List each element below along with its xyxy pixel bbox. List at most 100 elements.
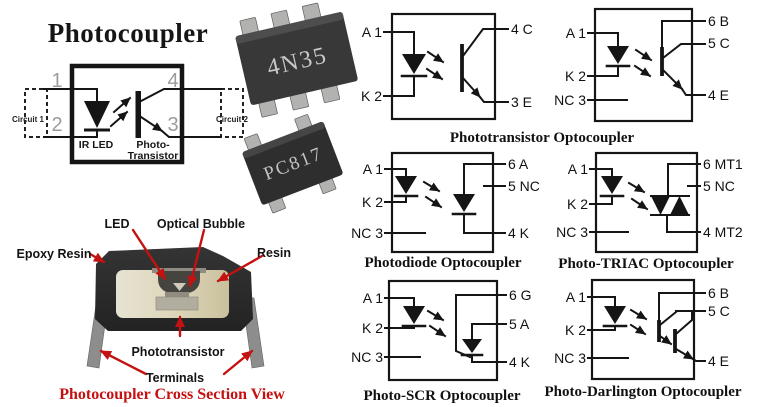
optocoupler-schematics: A 1 K 2 4 C 3 E [351, 7, 743, 404]
light-arrows [426, 309, 447, 338]
pin-number-2: 2 [51, 114, 62, 136]
light-arrows [109, 96, 132, 128]
led-symbol [393, 168, 419, 203]
circuit2-label: Circuit 2 [216, 115, 249, 124]
phototransistor-symbol [135, 88, 183, 138]
page-title: Photocoupler [47, 18, 209, 48]
pin-label: A 1 [566, 25, 586, 41]
caption-photo-scr: Photo-SCR Optocoupler [363, 388, 520, 404]
schematic-phototransistor-4pin: A 1 K 2 4 C 3 E [361, 12, 533, 121]
pin-label: NC 3 [351, 349, 383, 365]
light-arrows [633, 48, 653, 78]
light-arrows [629, 308, 648, 336]
light-arrows [422, 180, 443, 209]
pin-label: A 1 [568, 161, 588, 177]
phototransistor-label-line1: Photo- [136, 139, 170, 151]
pin-label: NC 3 [554, 350, 586, 366]
pin-label: 6 B [708, 13, 729, 29]
pin-leads [43, 88, 222, 138]
pin-label: 3 E [511, 94, 532, 110]
led-symbol [599, 168, 625, 205]
circuit1-label: Circuit 1 [12, 115, 45, 124]
schematic-phototransistor-6pin: A 1 K 2 NC 3 6 B 5 C 4 E [554, 7, 730, 123]
pin-label: 4 E [708, 87, 729, 103]
caption-photodiode: Photodiode Optocoupler [364, 255, 521, 271]
schematic-photo-triac: A 1 K 2 NC 3 6 MT1 5 NC [556, 151, 743, 254]
ir-led-label: IR LED [79, 139, 114, 151]
pin-label: 4 MT2 [703, 224, 743, 240]
pin-label: 5 NC [703, 178, 735, 194]
phototransistor-base-symbol [660, 20, 706, 96]
phototransistor-label: Phototransistor [131, 345, 224, 359]
resin-label: Resin [257, 246, 291, 260]
pin-label: NC 3 [554, 92, 586, 108]
pin-label: K 2 [565, 322, 586, 338]
pin-label: K 2 [362, 320, 383, 336]
component-outline [69, 63, 185, 165]
pin-label: 6 B [708, 285, 729, 301]
phototransistor-symbol [460, 28, 509, 103]
pin-number-1: 1 [51, 70, 62, 92]
led-label: LED [105, 217, 130, 231]
caption-photo-darlington: Photo-Darlington Optocoupler [544, 384, 741, 400]
circuit2-dashed-box [220, 88, 244, 138]
epoxy-resin-label: Epoxy Resin [16, 247, 91, 261]
pin-label: K 2 [565, 68, 586, 84]
pin-label: A 1 [566, 289, 586, 305]
pin-label: 5 C [708, 35, 730, 51]
callout-arrows [88, 228, 264, 376]
led-symbol [602, 296, 628, 331]
schematic-photo-scr: A 1 K 2 NC 3 6 G 5 A 4 K [351, 279, 532, 382]
chip-pc817: PC817 [242, 114, 343, 214]
led-symbol [605, 32, 631, 77]
phototransistor-label-line2: Transistor [128, 150, 179, 162]
pin-label: 4 C [511, 21, 533, 37]
pin-label: A 1 [362, 24, 382, 40]
pin-label: 4 K [509, 354, 531, 370]
pin-label: NC 3 [351, 225, 383, 241]
pin-label: 4 K [508, 225, 530, 241]
lead-frame [152, 268, 206, 273]
pin-number-4: 4 [167, 70, 178, 92]
pin-label: A 1 [363, 161, 383, 177]
pin-label: 4 E [708, 353, 729, 369]
optical-bubble-label: Optical Bubble [157, 217, 245, 231]
led-symbol [400, 31, 428, 97]
pin-label: 6 MT1 [703, 156, 743, 172]
pin-label: 5 NC [508, 178, 540, 194]
circuit1-dashed-box [24, 88, 48, 138]
pin-label: 5 C [708, 303, 730, 319]
photodiode-symbol [451, 163, 506, 234]
pin-label: K 2 [362, 194, 383, 210]
pin-label: 6 G [509, 287, 532, 303]
chip-photos: 4N35 PC817 [235, 2, 358, 214]
chip-4n35-top-face [235, 12, 344, 44]
led-symbol [401, 297, 427, 329]
terminals-label: Terminals [146, 371, 204, 385]
light-arrows [425, 50, 445, 81]
pin-label: NC 3 [556, 224, 588, 240]
pin-label: 5 A [509, 316, 530, 332]
pin-label: 6 A [508, 156, 529, 172]
light-arrows [627, 181, 649, 211]
pin-number-3: 3 [167, 114, 178, 136]
schematic-photodiode: A 1 K 2 NC 3 6 A 5 NC 4 K [351, 151, 540, 254]
phototransistor-chip [155, 296, 199, 311]
phototransistor-tab [165, 292, 189, 298]
pin-label: K 2 [361, 88, 382, 104]
pin-label: A 1 [363, 290, 383, 306]
triac-symbol [650, 163, 701, 233]
darlington-symbol [657, 292, 706, 362]
ir-led-symbol [84, 88, 110, 138]
pin-label: K 2 [567, 196, 588, 212]
scr-symbol [455, 294, 507, 363]
cross-section-caption: Photocoupler Cross Section View [59, 386, 285, 403]
caption-phototransistor: Phototransistor Optocoupler [450, 130, 635, 146]
cross-section-view: LED Optical Bubble Epoxy Resin Resin Pho… [16, 217, 291, 403]
main-pinout-diagram: Circuit 1 Circuit 2 1 2 4 3 IR L [12, 63, 249, 165]
chip-4n35: 4N35 [235, 2, 358, 118]
caption-photo-triac: Photo-TRIAC Optocoupler [558, 256, 734, 272]
chip-pc817-top-face [242, 121, 325, 158]
schematic-photo-darlington: A 1 K 2 NC 3 [554, 278, 730, 381]
